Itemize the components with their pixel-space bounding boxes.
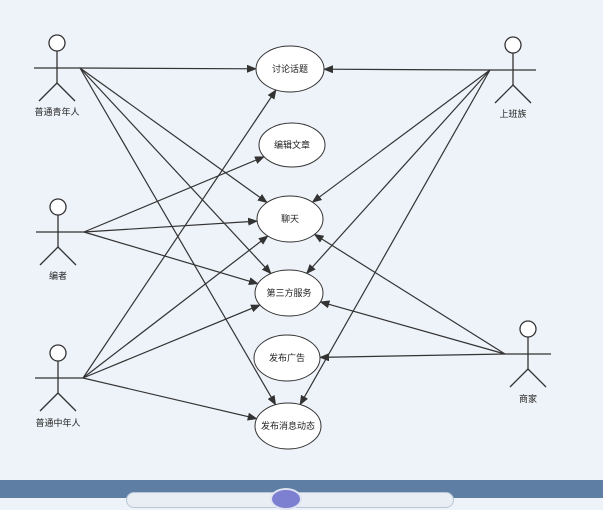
actor-left-leg <box>494 84 514 104</box>
usecase-label: 第三方服务 <box>266 287 311 299</box>
actor-right-leg <box>57 392 77 412</box>
usecase-u6[interactable]: 发布消息动态 <box>254 402 322 450</box>
actor-left-leg <box>38 82 58 102</box>
actor-head <box>48 34 66 52</box>
actor-left-leg <box>509 368 529 388</box>
associations-layer <box>79 64 506 421</box>
usecase-ellipse[interactable] <box>254 269 324 317</box>
usecase-u1[interactable]: 讨论话题 <box>255 45 325 93</box>
bottom-toolbar <box>0 480 603 510</box>
usecase-ellipse[interactable] <box>253 334 321 382</box>
association-a3-u1 <box>82 89 277 379</box>
actor-a2[interactable]: 编者 <box>36 198 84 282</box>
association-a2-u2 <box>83 156 265 233</box>
association-a3-u4 <box>82 304 261 379</box>
usecase-u5[interactable]: 发布广告 <box>253 334 321 382</box>
actor-a1[interactable]: 普通青年人 <box>34 34 80 118</box>
actor-label: 普通中年人 <box>35 417 80 429</box>
usecase-u2[interactable]: 编辑文章 <box>258 122 326 168</box>
usecase-u3[interactable]: 聊天 <box>256 195 324 243</box>
actor-right-leg <box>512 84 532 104</box>
usecase-label: 编辑文章 <box>274 139 310 151</box>
association-a5-u3 <box>313 233 506 355</box>
association-a4-u3 <box>311 69 491 203</box>
actor-left-leg <box>39 246 59 266</box>
association-a5-u4 <box>319 300 506 355</box>
association-a1-u4 <box>79 67 272 275</box>
actor-head <box>49 198 67 216</box>
association-a3-u3 <box>82 235 269 379</box>
bottom-scroll-knob[interactable] <box>270 488 302 510</box>
actor-right-leg <box>527 368 547 388</box>
usecase-ellipse[interactable] <box>256 195 324 243</box>
usecase-label: 聊天 <box>281 213 299 225</box>
association-a2-u4 <box>83 231 259 285</box>
association-a4-u1 <box>323 65 491 74</box>
actor-a3[interactable]: 普通中年人 <box>35 344 83 429</box>
actor-label: 商家 <box>519 393 537 405</box>
actor-head <box>49 344 67 362</box>
actor-label: 编者 <box>49 270 67 282</box>
usecase-ellipse[interactable] <box>255 45 325 93</box>
association-a1-u1 <box>79 64 257 73</box>
actor-a4[interactable]: 上班族 <box>490 36 536 120</box>
actor-label: 上班族 <box>499 108 526 120</box>
association-a3-u6 <box>82 377 258 421</box>
usecase-u4[interactable]: 第三方服务 <box>254 269 324 317</box>
usecase-ellipse[interactable] <box>254 402 322 450</box>
usecase-label: 讨论话题 <box>272 63 308 75</box>
association-a4-u4 <box>306 69 491 275</box>
actor-left-leg <box>39 392 59 412</box>
association-a2-u3 <box>83 217 259 233</box>
diagram-canvas: 讨论话题编辑文章聊天第三方服务发布广告发布消息动态 普通青年人编者普通中年人 上班… <box>34 34 551 450</box>
usecase-ellipse[interactable] <box>258 122 326 168</box>
association-a1-u3 <box>79 67 268 204</box>
actor-right-leg <box>57 246 77 266</box>
actor-right-leg <box>56 82 76 102</box>
usecase-label: 发布消息动态 <box>261 420 315 432</box>
association-a4-u6 <box>299 69 491 406</box>
association-a5-u5 <box>319 353 506 362</box>
actor-head <box>504 36 522 54</box>
actor-a5[interactable]: 商家 <box>505 320 551 405</box>
usecase-label: 发布广告 <box>269 352 305 364</box>
actor-label: 普通青年人 <box>34 106 79 118</box>
actor-head <box>519 320 537 338</box>
